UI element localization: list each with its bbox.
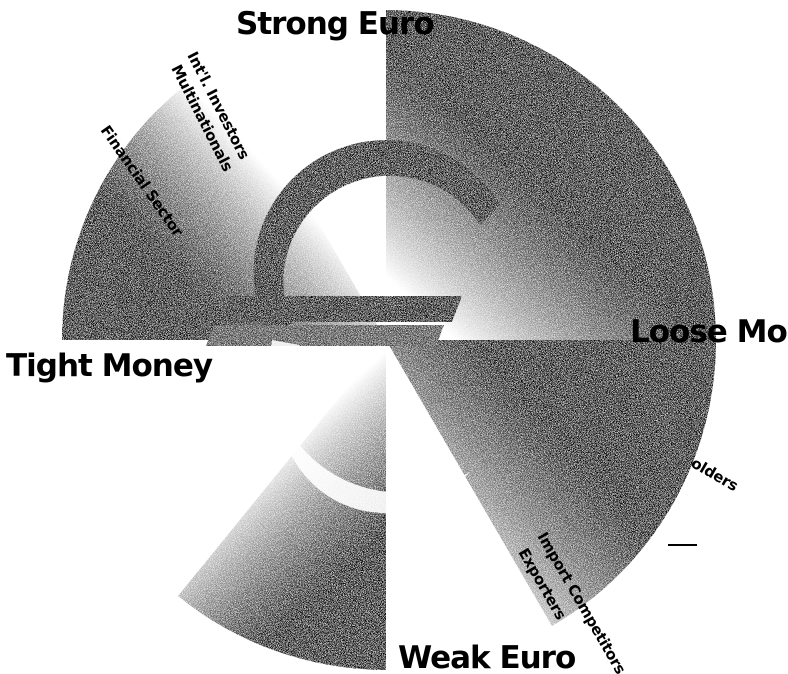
axis-label-weak-euro: Weak Euro — [398, 640, 575, 674]
euro-sign-icon — [206, 140, 500, 514]
wedge-strong-euro-loose-money — [386, 10, 716, 340]
axis-label-loose-money: Loose Money — [630, 314, 788, 350]
axis-label-strong-euro: Strong Euro — [236, 6, 434, 42]
axis-label-tight-money: Tight Money — [6, 348, 213, 384]
wedge-weak-euro-tight-money — [178, 340, 386, 670]
wedge-weak-euro-loose-money — [386, 340, 717, 626]
wedge-strong-euro-tight-money — [61, 59, 386, 340]
group-label-bondholders: olders — [688, 454, 741, 495]
